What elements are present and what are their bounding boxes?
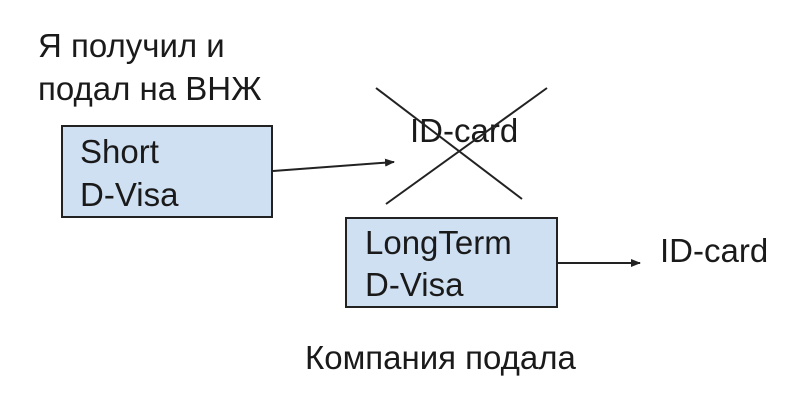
caption-top-line2: подал на ВНЖ	[38, 70, 262, 107]
short-visa-box: Short D-Visa	[61, 125, 273, 218]
short-visa-line1: Short	[80, 133, 159, 170]
crossed-idcard-label: ID-card	[410, 112, 519, 149]
longterm-visa-line1: LongTerm	[365, 224, 512, 261]
cross-stroke-1	[375, 87, 523, 200]
longterm-visa-line2: D-Visa	[365, 266, 464, 303]
arrow-short-to-idcard	[272, 158, 395, 172]
short-visa-line2: D-Visa	[80, 176, 179, 213]
caption-bottom: Компания подала	[305, 339, 576, 376]
longterm-visa-box: LongTerm D-Visa	[345, 217, 558, 308]
cross-stroke-2	[385, 87, 548, 205]
result-idcard-label: ID-card	[660, 232, 769, 269]
caption-top-line1: Я получил и	[38, 27, 225, 64]
